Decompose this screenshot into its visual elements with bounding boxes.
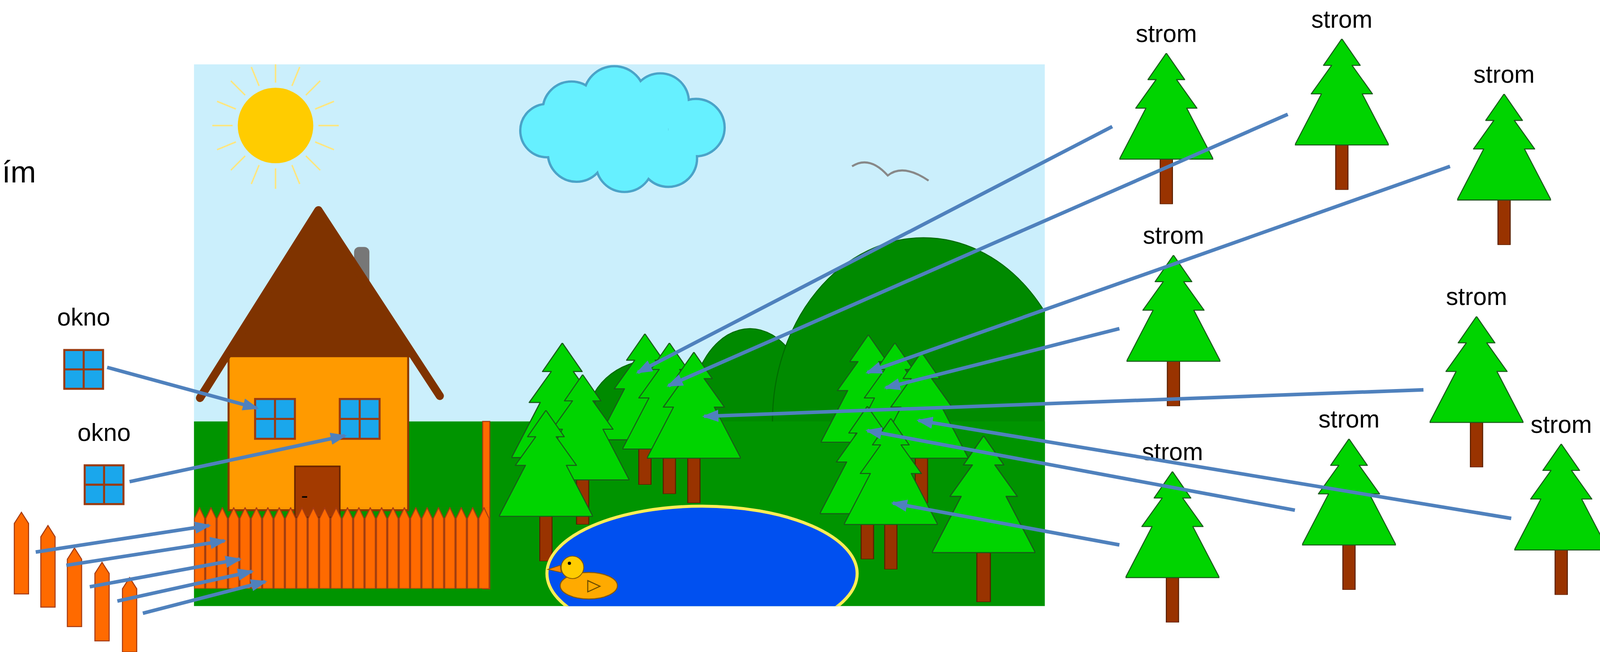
tree-part: strom bbox=[1125, 438, 1220, 623]
tree-icon bbox=[1457, 93, 1552, 246]
tree-icon bbox=[1429, 316, 1524, 468]
tree-icon bbox=[1126, 254, 1221, 407]
part-label: strom bbox=[1085, 222, 1262, 249]
window-part: okno bbox=[63, 304, 104, 390]
tree-icon bbox=[1514, 444, 1600, 596]
sun-rays bbox=[212, 64, 339, 189]
duck bbox=[547, 556, 618, 600]
part-label: strom bbox=[1078, 20, 1254, 47]
tree-icon bbox=[1119, 53, 1214, 205]
part-label: okno bbox=[42, 419, 166, 446]
door-handle bbox=[301, 496, 307, 498]
tree-part: strom bbox=[1429, 283, 1524, 468]
tree-part: strom bbox=[1457, 61, 1552, 246]
part-label: strom bbox=[1473, 411, 1600, 438]
fence bbox=[194, 507, 491, 589]
window-part: okno bbox=[83, 419, 125, 506]
part-label: strom bbox=[1388, 283, 1565, 310]
part-label: strom bbox=[1253, 6, 1430, 33]
pond bbox=[546, 506, 858, 607]
part-label: strom bbox=[1084, 438, 1261, 466]
cut-off-text: ím bbox=[2, 155, 37, 191]
window-icon bbox=[83, 464, 125, 505]
tree-part: strom bbox=[1302, 406, 1397, 590]
tree-part: strom bbox=[1514, 411, 1600, 596]
roof-eaves bbox=[199, 210, 440, 398]
tree-icon bbox=[1302, 438, 1397, 590]
bird bbox=[851, 162, 929, 181]
cloud bbox=[521, 67, 724, 191]
tree-part: strom bbox=[1126, 222, 1221, 407]
part-label: strom bbox=[1416, 61, 1592, 88]
tree-icon bbox=[1125, 471, 1220, 623]
tree-part: strom bbox=[1119, 20, 1214, 205]
tree-part: strom bbox=[1295, 6, 1389, 191]
tree-icon bbox=[1295, 38, 1389, 191]
part-label: strom bbox=[1261, 406, 1437, 433]
window-icon bbox=[63, 348, 104, 390]
cloud-outline bbox=[520, 66, 725, 192]
leader-line bbox=[35, 114, 1512, 614]
sun bbox=[237, 87, 314, 164]
roof bbox=[226, 208, 413, 358]
house-window bbox=[254, 398, 295, 439]
loose-pickets bbox=[14, 512, 137, 652]
part-label: okno bbox=[22, 304, 145, 331]
house-window bbox=[339, 398, 380, 439]
